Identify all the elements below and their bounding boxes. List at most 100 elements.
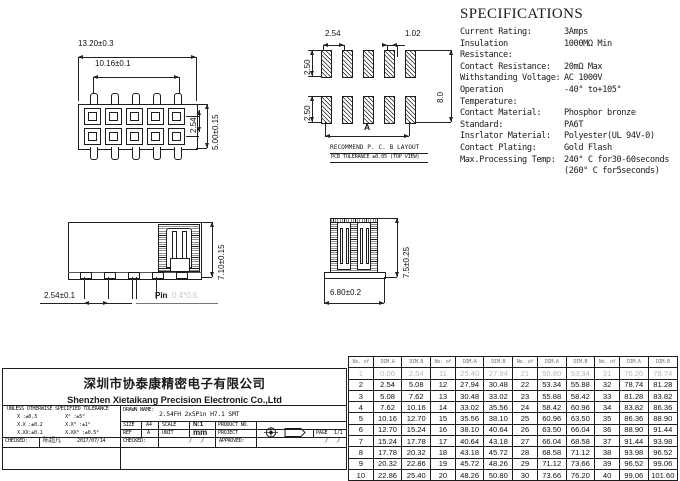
tolerance-row-3-col-1: X.XX:±0.1 [17,430,43,436]
drawn-name-value: 2.54FH 2x5Pin H7.1 SMT [159,410,240,418]
cell-dim-a: 10.16 [372,412,403,425]
cell-dim-b: 27.94 [483,367,514,380]
spec-value: AC 1000V [564,73,603,84]
cell-dim-b: 48.26 [483,457,514,470]
specifications-block: SPECIFICATIONS Current Rating: 3Amps Ins… [460,6,678,178]
spec-continuation: (260° C for5seconds) [564,166,660,177]
company-name-cn: 深圳市协泰康精密电子有限公司 [83,376,266,391]
th-dimb-3: DIM.B [565,355,596,369]
scale-label: SCALE [162,422,177,428]
cell-dim-a: 27.94 [454,378,485,391]
spec-value: 240° C for30-60seconds [564,154,670,165]
cell-dim-a: 99.06 [618,468,649,481]
dim-side-pitch: 2.54±0.1 [44,291,76,300]
cell-dim-b: 76.20 [565,468,596,481]
spec-value: 3Amps [564,27,588,37]
spec-row: Insrlator Material: Polyester(UL 94V-0) [460,131,678,143]
cell-dim-a: 30.48 [454,389,485,403]
pcb-layout-subcaption: PCB TOLERANCE ±0.05 (TOP VIEW) [331,154,420,160]
pcb-layout-caption: RECOMMEND P. C. B LAYOUT [330,144,420,151]
cell-no: 15 [430,412,456,425]
unit-label: UNIT [162,430,174,436]
spec-row: Insulation Resistance: 1000MΩ Min [460,39,678,62]
cell-dim-b: 73.66 [565,457,596,470]
size-label: SIZE [123,422,135,428]
cell-dim-a: 83.82 [618,401,649,414]
cell-dim-a: 2.54 [372,378,403,391]
tolerance-row-1-col-2: X° :±5° [65,414,85,420]
spec-key: Contact Material: [460,108,542,119]
cell-dim-b: 50.80 [483,468,514,481]
cell-dim-a: 0.00 [372,367,403,380]
cell-no: 22 [512,378,538,391]
cell-dim-b: 38.10 [483,412,514,425]
cell-dim-a: 71.12 [536,457,567,470]
cell-dim-b: 83.82 [647,389,679,403]
dim-total-height: 8.0 [436,91,445,103]
spec-key: Contact Resistance: [460,61,551,72]
cell-dim-b: 20.32 [401,446,432,459]
cell-no: 17 [430,435,456,448]
spec-row: Current Rating: 3Amps [460,27,678,39]
cell-no: 34 [594,401,620,414]
spec-row: Contact Plating: Gold Flash [460,143,678,155]
cell-no: 26 [512,423,538,437]
cell-no: 3 [348,389,374,403]
cell-dim-b: 66.04 [565,423,596,437]
cell-dim-a: 53.34 [536,378,567,391]
cell-dim-a: 7.62 [372,401,403,414]
spec-key: Contact Plating: [460,142,537,153]
cell-no: 7 [348,435,374,448]
dim-a-label: A [364,122,371,132]
first-angle-projection-icon [264,427,306,438]
th-no-4: No. of [594,355,620,369]
cell-dim-a: 81.28 [618,389,649,403]
cell-dim-a: 15.24 [372,435,403,448]
size-value: A4 [146,422,152,428]
cell-dim-b: 60.96 [565,401,596,414]
dim-pad-width: 1.02 [405,29,421,38]
cell-no: 23 [512,389,538,403]
slash-3: / [325,438,328,444]
spec-key: Insulation Resistance: [460,38,513,61]
cell-dim-b: 58.42 [565,389,596,403]
pin-label: Pin [155,291,168,300]
cell-no: 5 [348,412,374,425]
cell-dim-a: 66.04 [536,435,567,448]
spec-value: 20mΩ Max [564,61,603,72]
dim-pcb-pitch: 2.54 [325,29,341,38]
cell-dim-b: 88.90 [647,412,679,425]
cell-no: 37 [594,435,620,448]
spec-value: -40° to+105° [564,84,622,95]
cell-dim-b: 55.88 [565,378,596,391]
dim-height: 5.00±0.15 [211,114,220,150]
cell-dim-a: 48.26 [454,468,485,481]
th-no-1: No. of [348,355,374,369]
dim-pin-span: 10.16±0.1 [95,59,131,68]
cell-dim-b: 68.58 [565,435,596,448]
cell-dim-a: 45.72 [454,457,485,470]
cell-no: 39 [594,457,620,470]
cell-dim-b: 7.62 [401,389,432,403]
cell-dim-a: 12.70 [372,423,403,437]
cell-dim-b: 101.60 [647,468,679,481]
dim-section-height: 7.5±0.25 [402,246,411,278]
table-header-row: No. of DIM.A DIM.B No. of DIM.A DIM.B No… [348,355,679,369]
spec-value: PA6T [564,119,584,130]
cell-no: 30 [512,468,538,481]
cell-dim-a: 43.18 [454,446,485,459]
cell-no: 4 [348,401,374,414]
tolerance-header: UNLESS OTHERWISE SPECIFIED TOLERANCE [7,406,109,412]
cell-dim-b: 53.34 [565,367,596,380]
slash-1: / [189,438,192,444]
cell-no: 38 [594,446,620,459]
th-dimb-1: DIM.B [401,355,432,369]
cell-no: 9 [348,457,374,470]
cell-no: 18 [430,446,456,459]
specifications-title: SPECIFICATIONS [460,6,584,22]
